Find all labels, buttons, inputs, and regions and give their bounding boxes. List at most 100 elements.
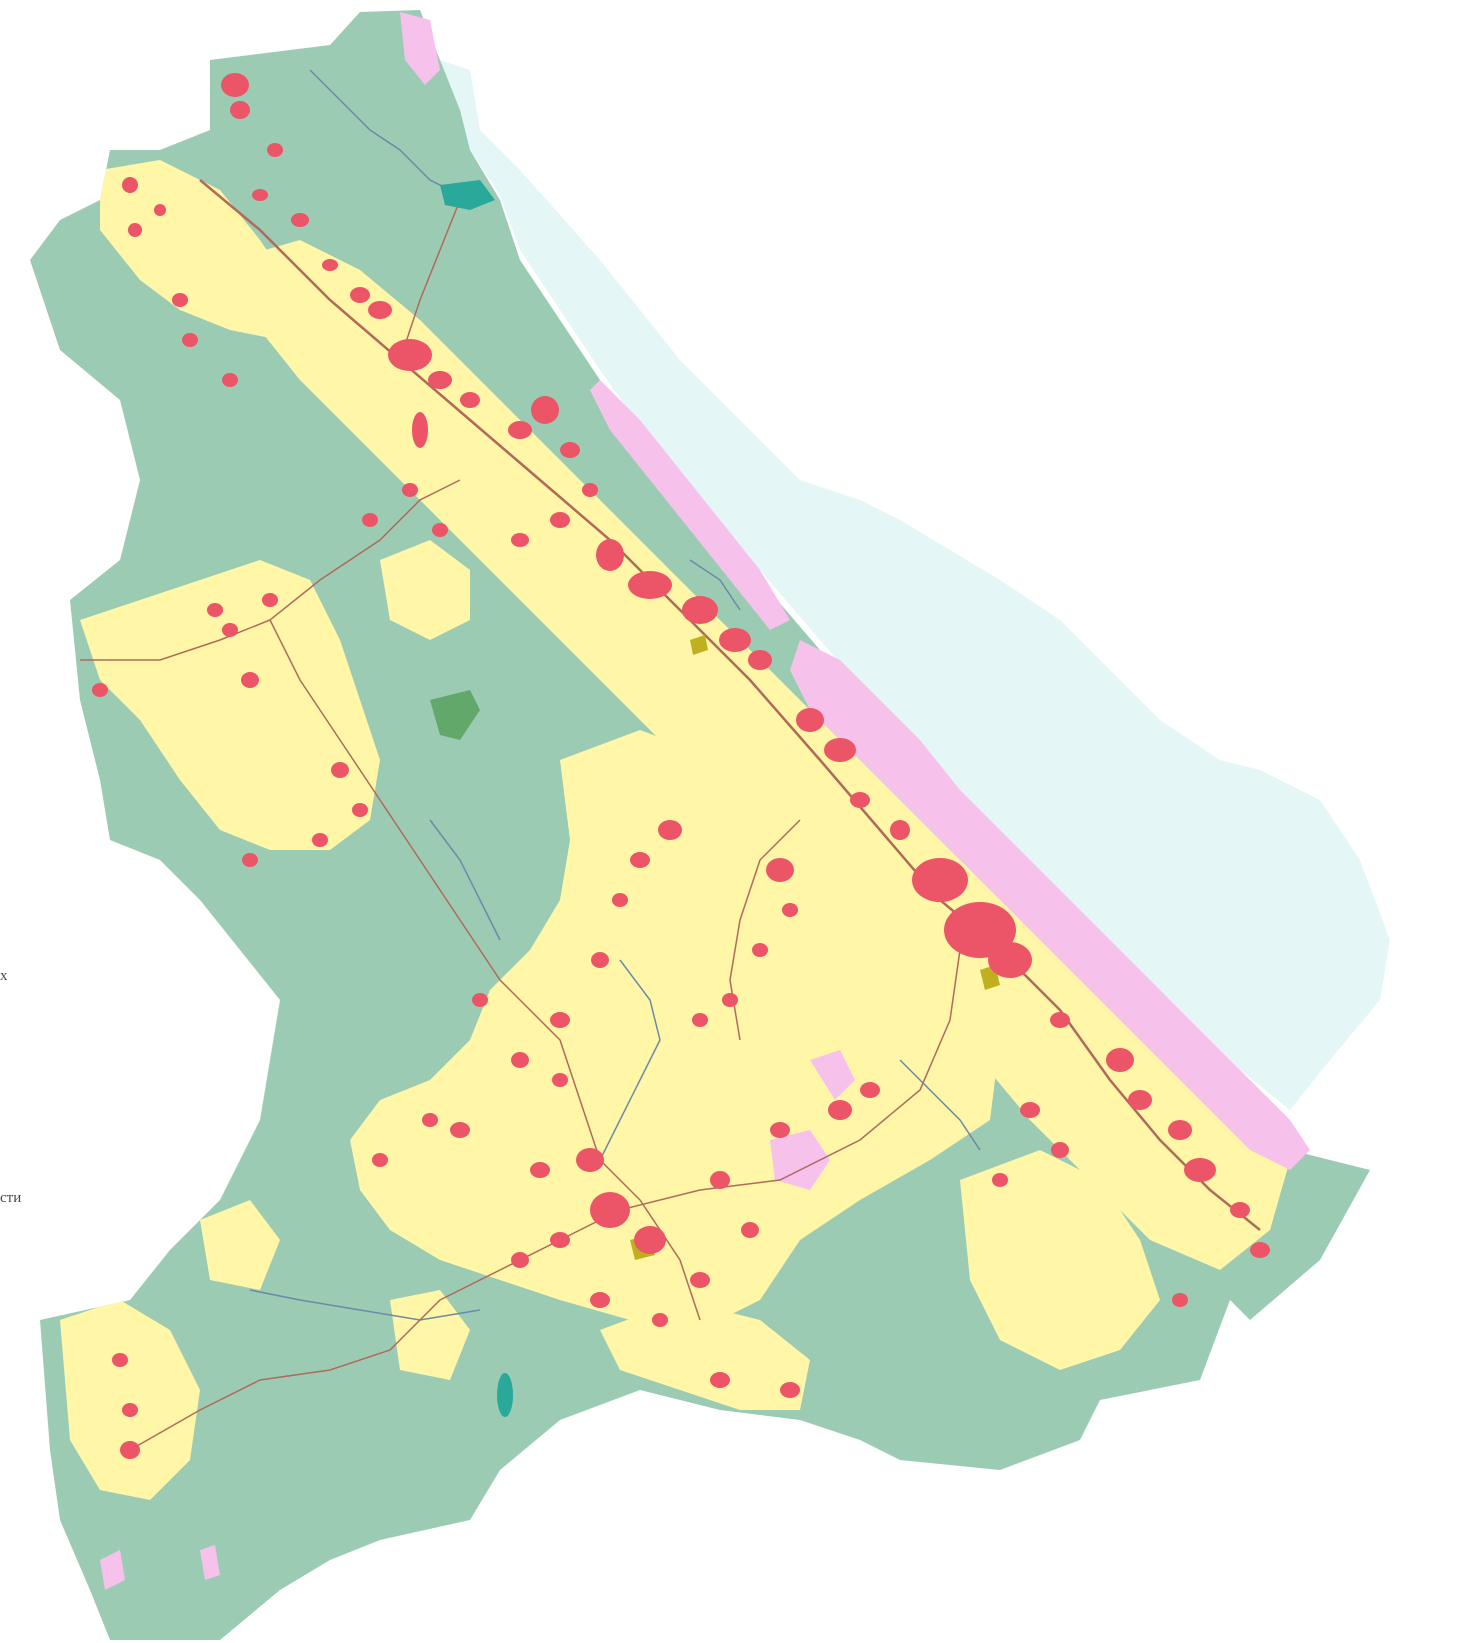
settlement-39 xyxy=(1230,1202,1250,1218)
settlement-56 xyxy=(576,1148,604,1172)
road-west xyxy=(80,479,461,661)
road-network xyxy=(80,179,1261,1451)
settlement-66 xyxy=(741,1222,759,1238)
settlement-12 xyxy=(388,339,432,371)
settlement-51 xyxy=(511,1052,529,1068)
settlement-55 xyxy=(530,1162,550,1178)
settlement-84 xyxy=(362,513,378,527)
settlement-47 xyxy=(630,852,650,868)
settlement-11 xyxy=(368,301,392,319)
settlement-24 xyxy=(682,596,718,624)
settlement-53 xyxy=(372,1153,388,1167)
settlement-37 xyxy=(1168,1120,1192,1140)
settlement-73 xyxy=(992,1173,1008,1187)
settlement-57 xyxy=(590,1192,630,1228)
settlement-41 xyxy=(766,858,794,882)
settlement-2 xyxy=(230,101,250,119)
settlement-32 xyxy=(944,902,1016,958)
coastal-strip-lower xyxy=(790,640,1310,1170)
settlement-6 xyxy=(154,204,166,216)
settlement-89 xyxy=(112,1353,128,1367)
settlement-1 xyxy=(221,73,249,97)
coastal-recreation-zones xyxy=(100,12,1310,1590)
settlement-60 xyxy=(511,1252,529,1268)
settlement-88 xyxy=(122,1403,138,1417)
recreation-inland-2 xyxy=(810,1050,855,1100)
settlement-69 xyxy=(828,1100,852,1120)
settlement-78 xyxy=(207,603,223,617)
settlement-72 xyxy=(1051,1142,1069,1158)
settlement-61 xyxy=(590,1292,610,1308)
settlement-79 xyxy=(92,683,108,697)
agri-zone-southeast xyxy=(960,1150,1160,1370)
settlement-58 xyxy=(634,1226,666,1254)
settlement-65 xyxy=(690,1272,710,1288)
settlement-35 xyxy=(1106,1048,1134,1072)
road-north-link xyxy=(399,199,461,361)
agri-zone-patch-2 xyxy=(390,1290,470,1380)
sea-area xyxy=(440,60,1390,1110)
settlement-48 xyxy=(612,893,628,907)
settlement-16 xyxy=(508,421,532,439)
water-bodies xyxy=(440,180,513,1417)
settlement-86 xyxy=(432,523,448,537)
settlement-10 xyxy=(350,287,370,303)
settlement-77 xyxy=(262,593,278,607)
settlement-64 xyxy=(780,1382,800,1398)
agri-zone-coastal-strip xyxy=(230,240,1290,1270)
settlements xyxy=(92,73,1270,1459)
settlement-92 xyxy=(222,373,238,387)
agricultural-zones xyxy=(60,160,1290,1500)
settlement-54 xyxy=(422,1113,438,1127)
settlement-83 xyxy=(242,853,258,867)
settlement-75 xyxy=(222,623,238,637)
settlement-30 xyxy=(890,820,910,840)
settlement-23 xyxy=(628,571,672,599)
settlement-21 xyxy=(511,533,529,547)
river-east xyxy=(899,1059,981,1151)
hydrography xyxy=(249,69,981,1321)
recreation-southwest-2 xyxy=(200,1545,220,1580)
settlement-62 xyxy=(652,1313,668,1327)
settlement-33 xyxy=(988,942,1032,978)
settlement-34 xyxy=(1050,1012,1070,1028)
agri-zone-patch-3 xyxy=(200,1200,280,1290)
settlement-26 xyxy=(748,650,772,670)
agri-zone-north xyxy=(100,160,300,340)
settlement-50 xyxy=(550,1012,570,1028)
recreation-north xyxy=(400,12,440,85)
settlement-52 xyxy=(450,1122,470,1138)
settlement-29 xyxy=(850,792,870,808)
river-north xyxy=(309,69,471,201)
agri-zone-south xyxy=(600,1300,810,1410)
settlement-36 xyxy=(1128,1090,1152,1110)
settlement-67 xyxy=(710,1171,730,1189)
agri-zone-southwest xyxy=(60,1300,200,1500)
canal-east xyxy=(689,559,741,611)
road-central-south xyxy=(269,619,701,1321)
settlement-91 xyxy=(182,333,198,347)
lake-south xyxy=(497,1373,513,1417)
settlement-70 xyxy=(860,1082,880,1098)
settlement-42 xyxy=(782,903,798,917)
settlement-87 xyxy=(120,1441,140,1459)
settlement-68 xyxy=(770,1122,790,1138)
agri-zone-central xyxy=(350,730,1000,1330)
settlement-43 xyxy=(752,943,768,957)
settlement-27 xyxy=(796,708,824,732)
settlement-80 xyxy=(331,762,349,778)
settlement-44 xyxy=(722,993,738,1007)
settlement-93 xyxy=(472,993,488,1007)
settlement-71 xyxy=(1020,1102,1040,1118)
settlement-14 xyxy=(460,392,480,408)
recreation-inland-1 xyxy=(770,1130,830,1190)
settlement-8 xyxy=(291,213,309,227)
settlement-7 xyxy=(252,189,268,201)
settlement-49 xyxy=(591,952,609,968)
industrial-zone-4 xyxy=(690,635,708,655)
agri-zone-patch-1 xyxy=(380,540,470,640)
legend-text-fragment-1: х xyxy=(0,968,8,984)
settlement-46 xyxy=(658,820,682,840)
settlement-81 xyxy=(352,803,368,817)
